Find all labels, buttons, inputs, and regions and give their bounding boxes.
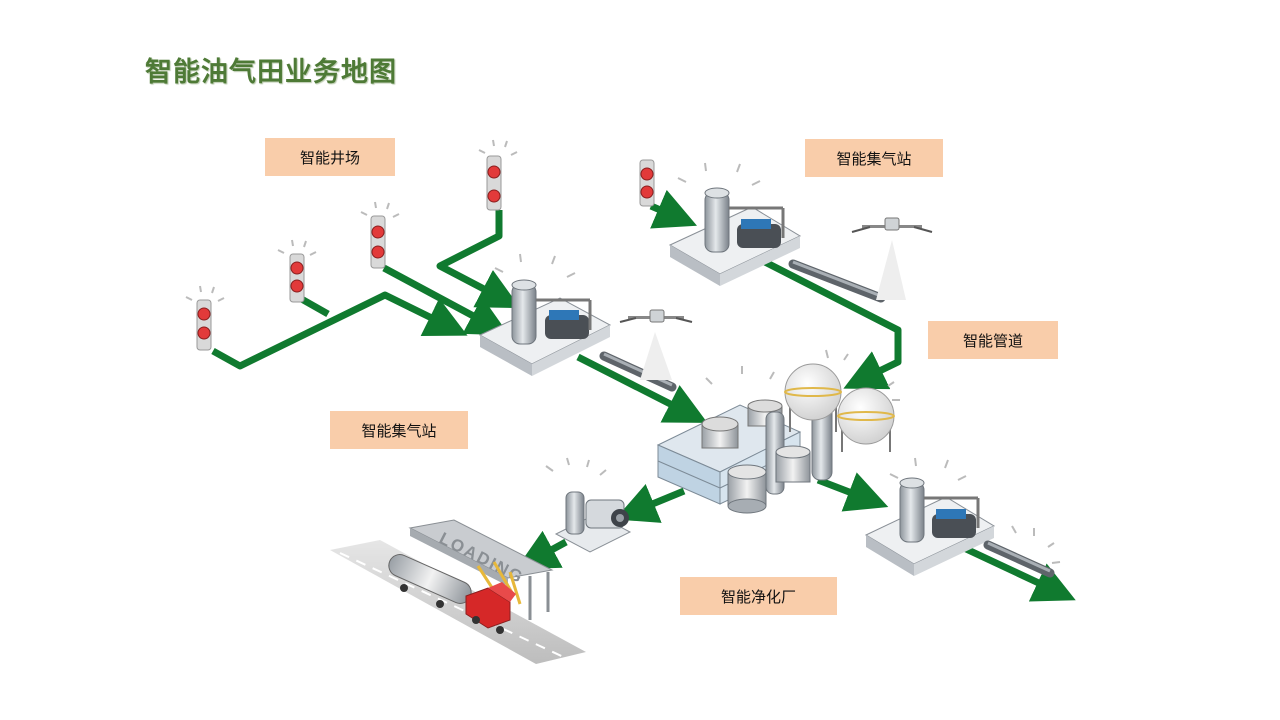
wellhead-5 xyxy=(639,159,655,207)
label-pipeline[interactable]: 智能管道 xyxy=(928,321,1058,359)
wellhead-4 xyxy=(478,139,518,211)
pipe-wells-main xyxy=(211,291,468,370)
drone-1 xyxy=(619,309,693,380)
label-gas-station-left[interactable]: 智能集气站 xyxy=(330,411,468,449)
spherical-tank-2 xyxy=(837,387,895,452)
compressor-unit xyxy=(545,457,632,553)
purification-plant xyxy=(656,349,900,514)
page-title: 智能油气田业务地图 xyxy=(145,57,397,88)
pipe-inspection-segment-3 xyxy=(983,525,1061,578)
drone-2 xyxy=(851,217,933,300)
gas-station-right xyxy=(864,457,996,576)
spherical-tank-1 xyxy=(784,363,842,432)
gas-station-center xyxy=(478,253,612,376)
gas-station-top xyxy=(668,162,802,286)
label-gas-station-top[interactable]: 智能集气站 xyxy=(805,139,943,177)
pipeline-network xyxy=(211,189,1076,602)
wellhead-3 xyxy=(360,201,400,269)
pipe-inspection-segment-2 xyxy=(788,259,886,303)
pipe-well3 xyxy=(382,264,510,336)
pipe-plant-to-compressor xyxy=(614,484,686,523)
pipe-top-wells xyxy=(649,189,698,229)
tanker-truck xyxy=(388,554,516,634)
pipe-right-station-out xyxy=(962,544,1076,602)
pipe-top-station-main xyxy=(763,258,902,390)
loading-station: LOADING xyxy=(330,519,586,664)
label-purification-plant[interactable]: 智能净化厂 xyxy=(680,577,837,615)
wellhead-2 xyxy=(277,239,317,303)
pipe-well4 xyxy=(436,210,521,309)
label-wellsite[interactable]: 智能井场 xyxy=(265,138,395,176)
pipe-station-to-plant xyxy=(576,353,708,423)
pipe-compressor-to-loading xyxy=(515,530,568,570)
wellhead-1 xyxy=(185,285,225,351)
pipe-plant-to-right-station xyxy=(816,472,889,512)
